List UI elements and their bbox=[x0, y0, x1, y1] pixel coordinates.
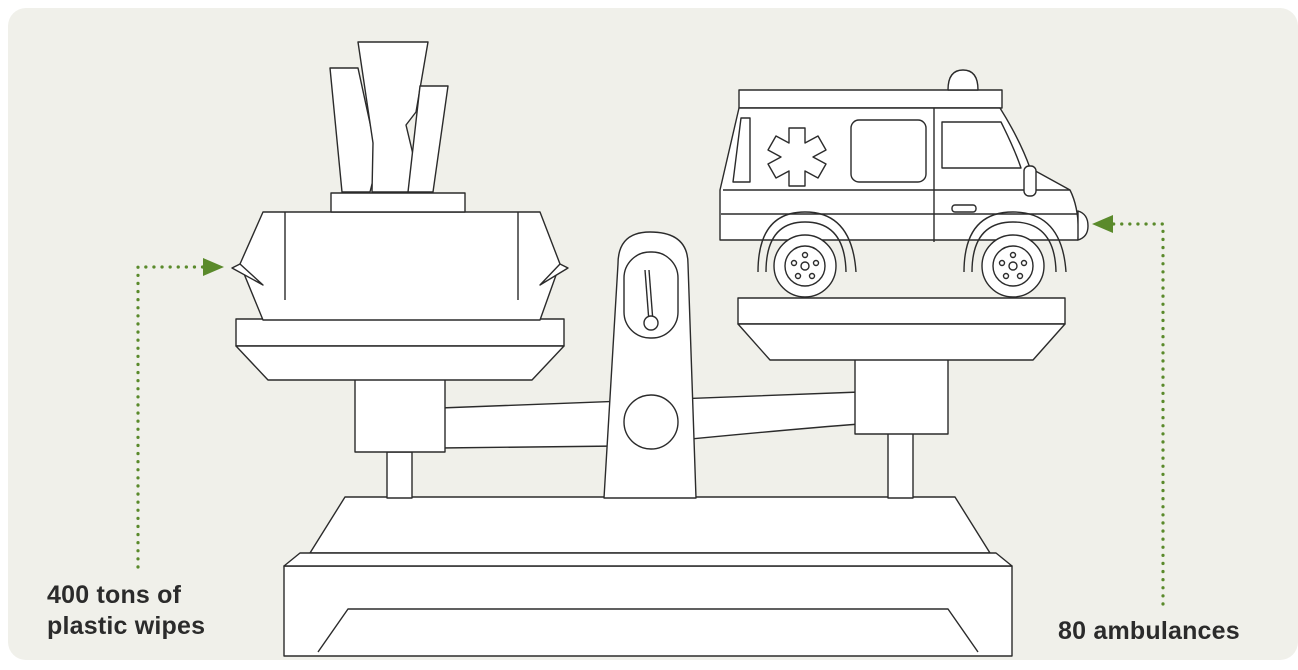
left-object-label: 400 tons of plastic wipes bbox=[47, 580, 267, 642]
ambulance-icon bbox=[720, 70, 1088, 297]
left-callout-arrow bbox=[138, 267, 212, 567]
right-object-label: 80 ambulances bbox=[1058, 616, 1298, 647]
right-callout-arrow bbox=[1110, 224, 1163, 604]
wheel-left bbox=[774, 235, 836, 297]
left-post bbox=[387, 452, 412, 498]
right-post bbox=[888, 432, 913, 498]
right-arrowhead-icon bbox=[1092, 215, 1113, 233]
wheel-right bbox=[982, 235, 1044, 297]
center-column bbox=[604, 232, 696, 498]
wipes-package-icon bbox=[232, 42, 568, 320]
left-arrowhead-icon bbox=[203, 258, 224, 276]
scale-base bbox=[284, 497, 1012, 656]
